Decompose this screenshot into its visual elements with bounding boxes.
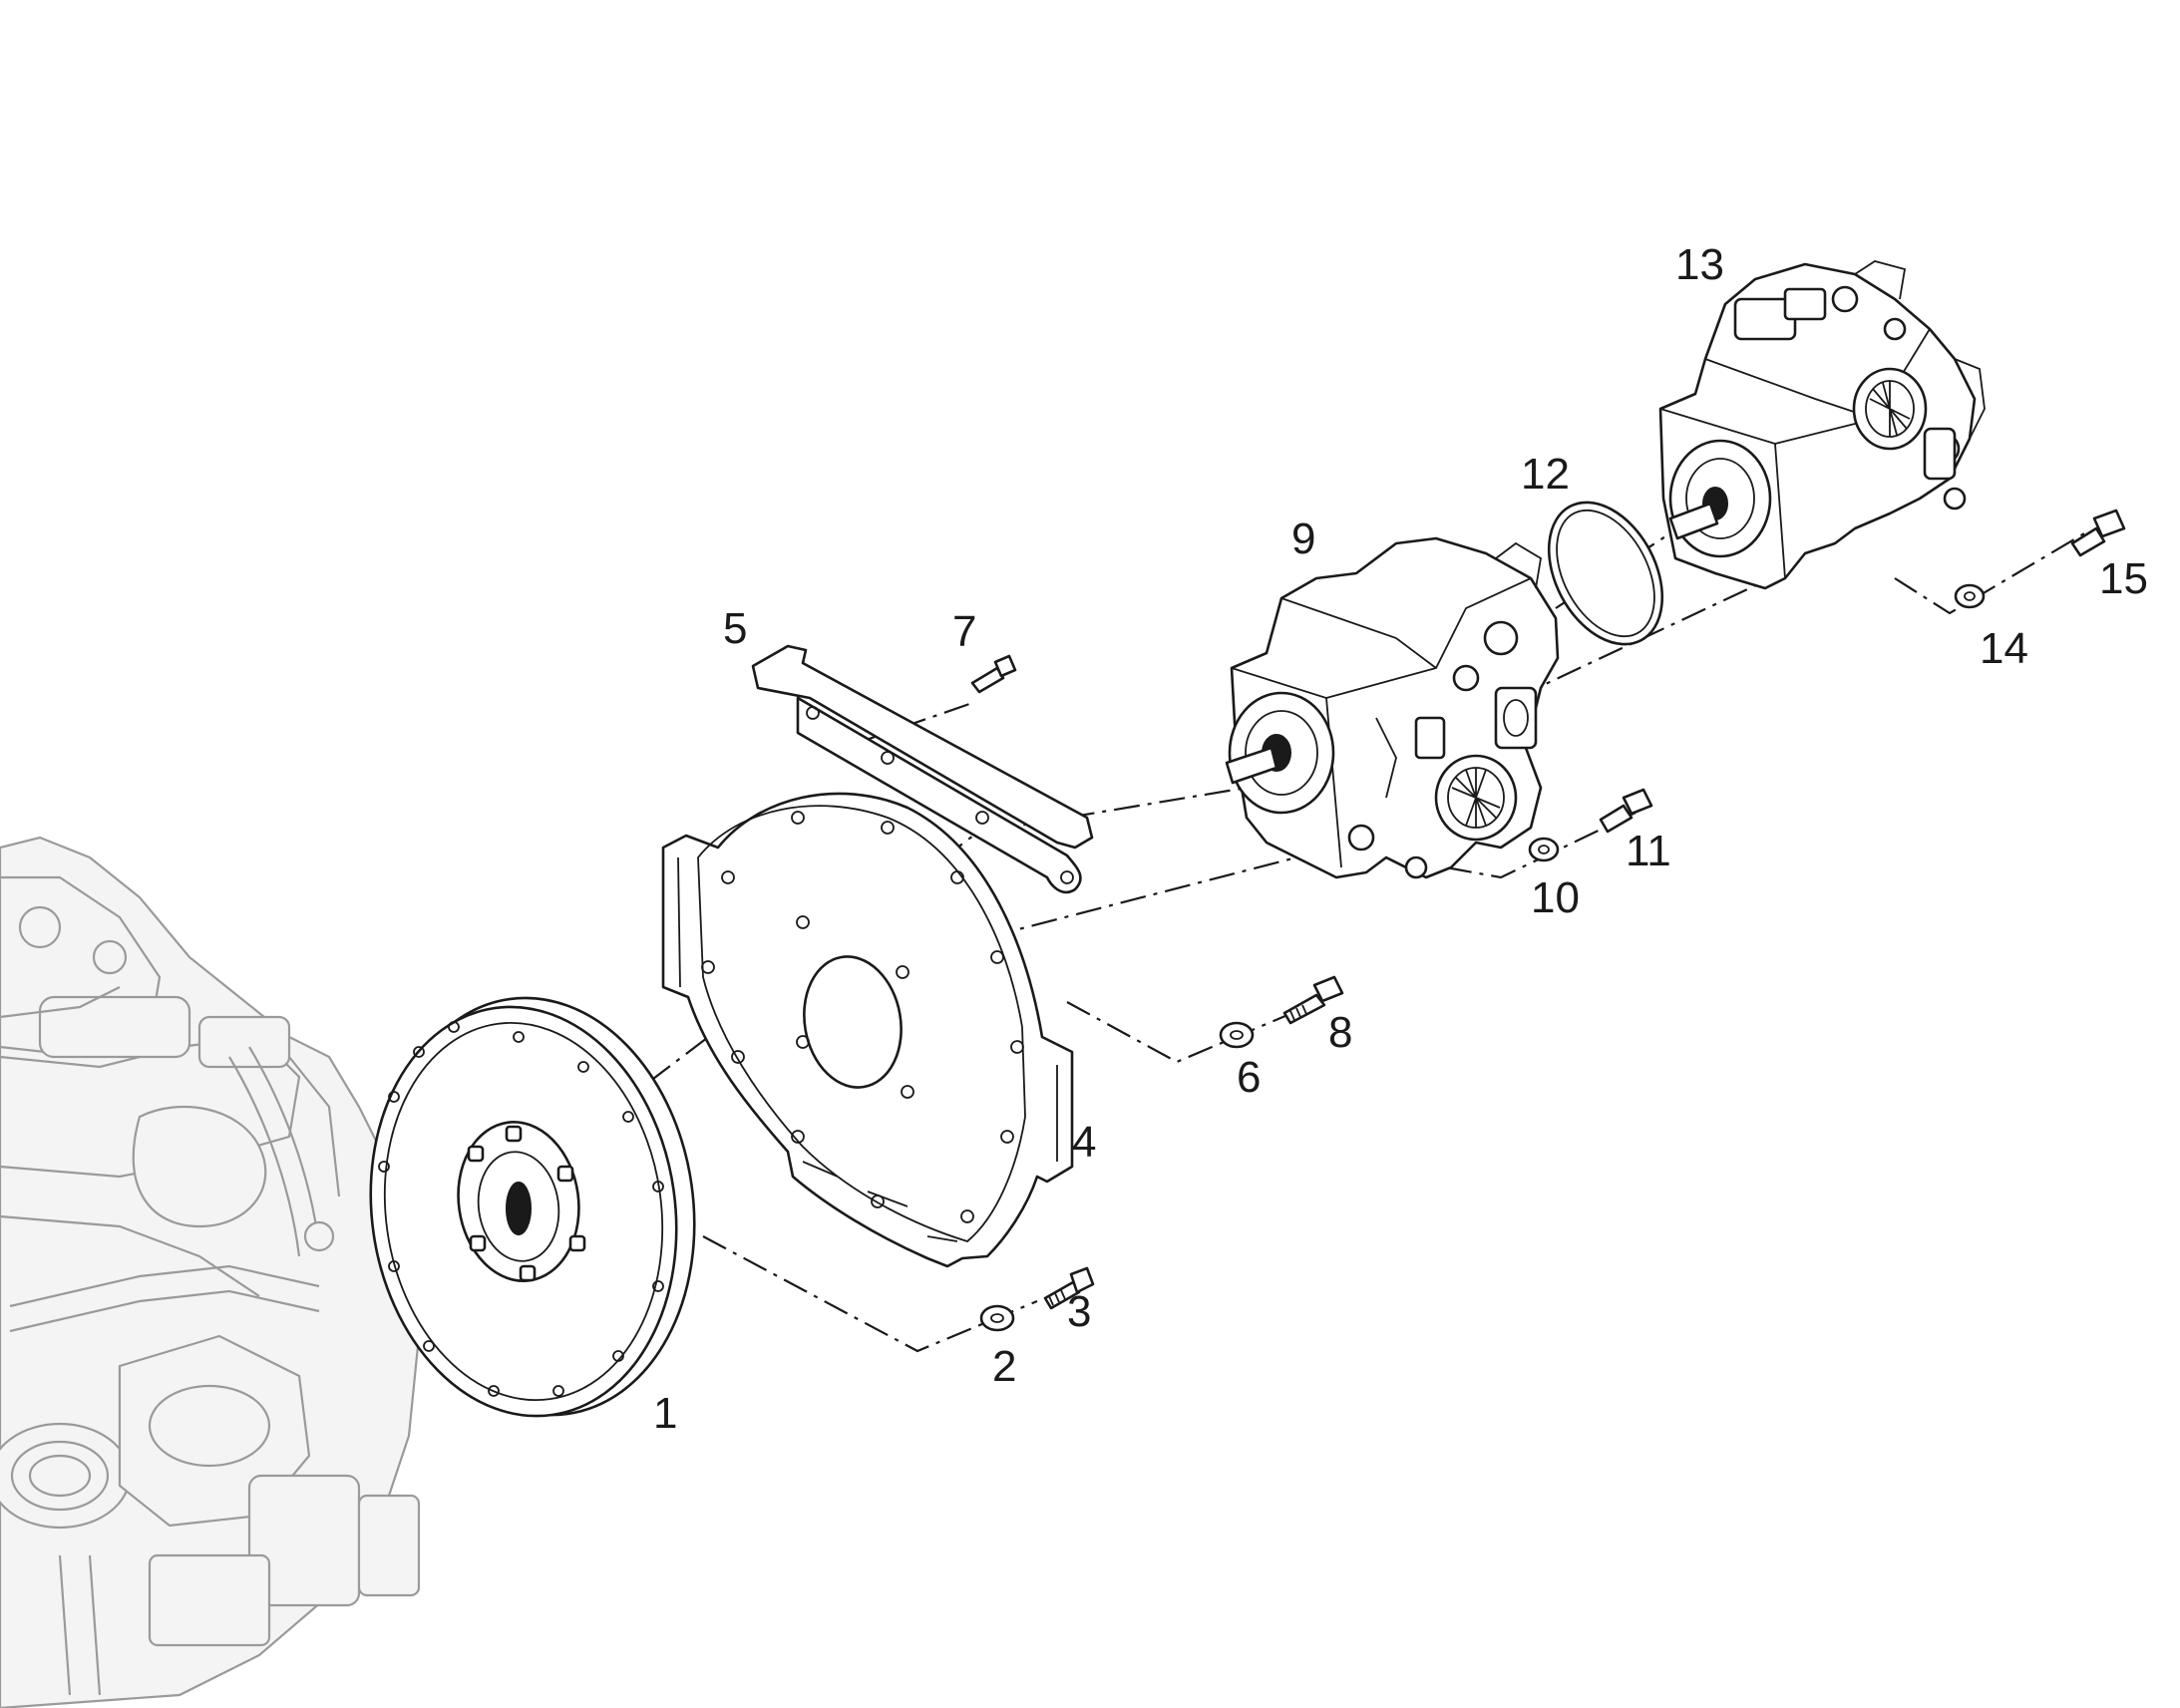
callout-7: 7: [952, 607, 976, 656]
washer-6: [1219, 1021, 1255, 1049]
bolt-7: [970, 654, 1017, 694]
washer-2: [979, 1304, 1015, 1332]
callout-14: 14: [1980, 624, 2028, 673]
callout-6: 6: [1237, 1053, 1261, 1102]
leader-pump13-bolt: [1894, 532, 2085, 615]
washer-14: [1954, 583, 1986, 609]
bolt-8: [1282, 975, 1344, 1025]
callout-9: 9: [1291, 514, 1315, 563]
callout-15: 15: [2099, 554, 2148, 603]
callout-4: 4: [1072, 1118, 1096, 1167]
callout-12: 12: [1521, 450, 1570, 499]
callout-10: 10: [1531, 873, 1580, 922]
callout-labels: 1 2 3 4 5 6 7 8 9 10 11 12 13 14 15: [653, 240, 2148, 1438]
leader-housing-bolt: [1066, 1001, 1307, 1064]
callout-1: 1: [653, 1389, 677, 1438]
bolt-15: [2070, 509, 2126, 557]
o-ring-12: [1547, 501, 1664, 646]
callout-5: 5: [723, 604, 747, 653]
leader-pump9-bolt: [1445, 812, 1636, 879]
flywheel: [369, 996, 696, 1418]
flywheel-housing: [661, 792, 1074, 1268]
callout-8: 8: [1328, 1008, 1352, 1057]
callout-11: 11: [1626, 827, 1671, 875]
callout-3: 3: [1067, 1287, 1091, 1336]
bracket-5: [751, 644, 1094, 894]
engine-background-ghost: [0, 836, 421, 1708]
leader-housing-pump: [986, 855, 1297, 939]
bolt-11: [1599, 788, 1653, 834]
callout-13: 13: [1675, 240, 1724, 289]
callout-2: 2: [992, 1342, 1016, 1391]
bolt-3: [1043, 1266, 1095, 1310]
washer-10: [1528, 837, 1560, 862]
hydraulic-pump-9: [1225, 536, 1560, 879]
hydraulic-pump-13: [1658, 260, 1986, 590]
